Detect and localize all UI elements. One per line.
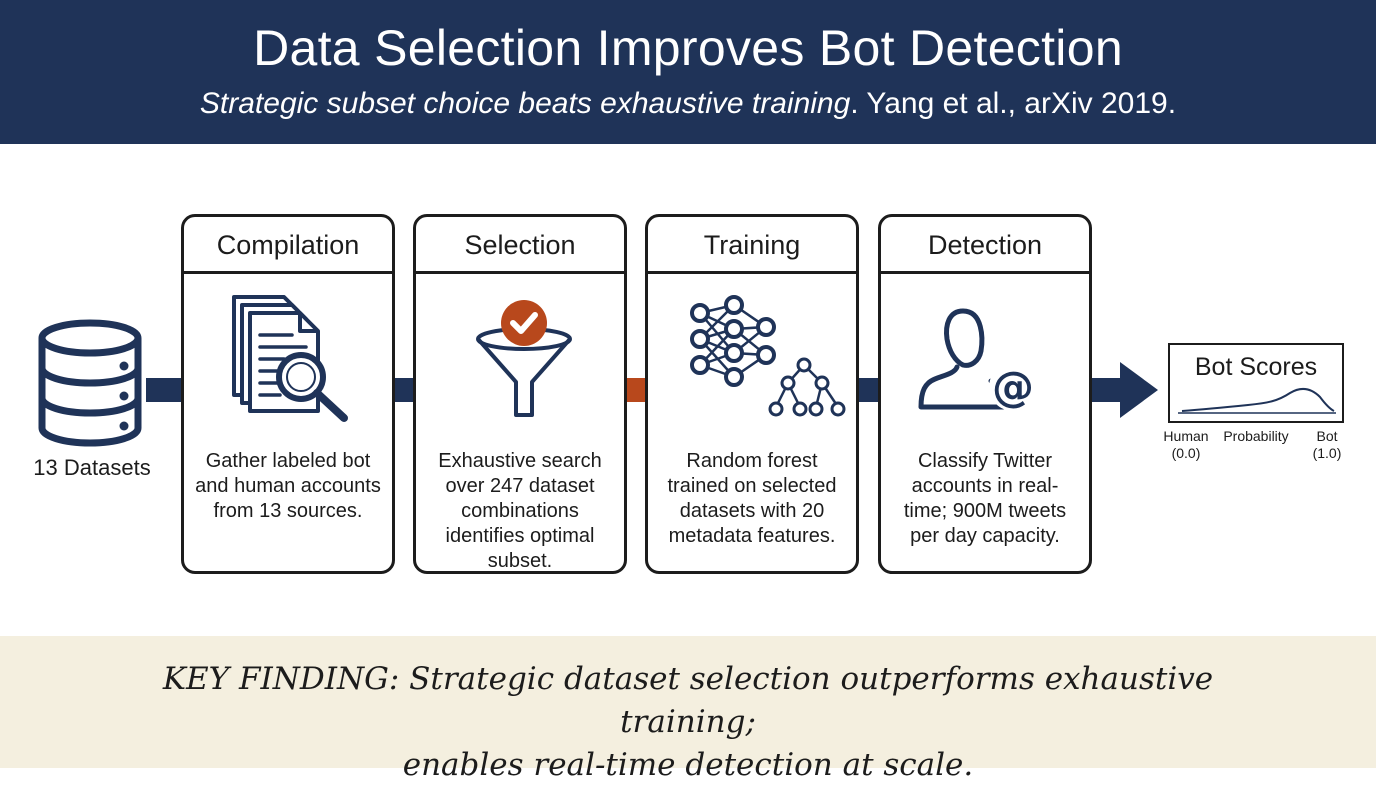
bot-scores-panel: Bot Scores (1168, 343, 1344, 423)
database-icon (38, 319, 142, 447)
neural-network-tree-icon (690, 295, 846, 417)
axis-label-probability: Probability (1223, 428, 1289, 444)
step-description: Gather labeled bot and human accounts fr… (195, 450, 381, 522)
probability-curve-icon (1178, 387, 1336, 414)
step-description: Random forest trained on selected datase… (667, 450, 837, 547)
step-card-training: Training Random forest trained on select… (645, 214, 859, 574)
key-finding-banner: KEY FINDING: Strategic dataset selection… (0, 636, 1376, 783)
key-finding-line-2: enables real-time detection at scale. (402, 747, 974, 783)
documents-magnifier-icon (232, 295, 348, 422)
funnel-check-icon (476, 300, 572, 417)
step-title: Training (648, 217, 856, 274)
subtitle-emphasis: Strategic subset choice beats exhaustive… (199, 87, 851, 120)
source-label: 13 Datasets (33, 455, 151, 480)
step-card-detection: Detection @ Classify Twitter accounts in… (878, 214, 1092, 574)
axis-label-human: Human(0.0) (1163, 428, 1209, 461)
arrow-right-icon (1078, 362, 1158, 418)
step-card-compilation: Compilation Gather labeled bot and human… (181, 214, 395, 574)
header-banner: Data Selection Improves Bot Detection St… (0, 0, 1376, 144)
subtitle-citation: . Yang et al., arXiv 2019. (850, 87, 1177, 120)
step-title: Compilation (184, 217, 392, 274)
step-description: Exhaustive search over 247 dataset combi… (438, 450, 602, 572)
user-at-icon: @ (918, 308, 1037, 411)
key-finding-line-1: KEY FINDING: Strategic dataset selection… (162, 661, 1214, 740)
svg-text:@: @ (992, 362, 1034, 411)
axis-label-bot: Bot(1.0) (1312, 428, 1342, 461)
step-title: Detection (881, 217, 1089, 274)
key-finding-text: KEY FINDING: Strategic dataset selection… (100, 658, 1276, 787)
step-description: Classify Twitter accounts in real-time; … (903, 450, 1067, 547)
bot-scores-title: Bot Scores (1194, 353, 1318, 381)
step-title: Selection (416, 217, 624, 274)
page-subtitle: Strategic subset choice beats exhaustive… (0, 86, 1376, 122)
step-card-selection: Selection Exhaustive search over 247 dat… (413, 214, 627, 574)
page-title: Data Selection Improves Bot Detection (253, 20, 1123, 76)
